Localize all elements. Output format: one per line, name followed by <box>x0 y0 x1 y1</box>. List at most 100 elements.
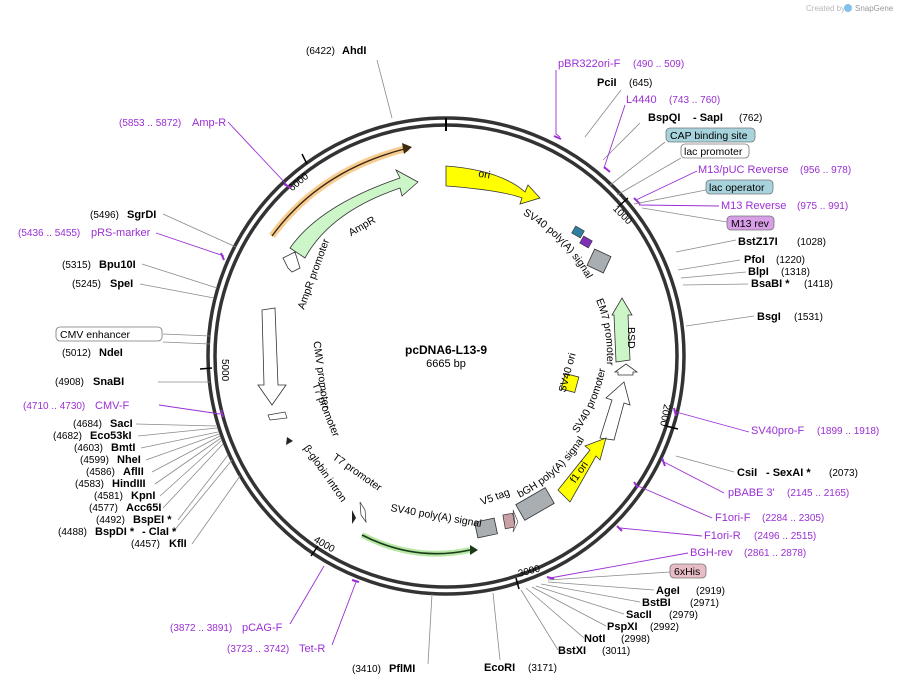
6xhis-box <box>669 563 707 579</box>
site-pos-bsgi: (1531) <box>794 312 823 323</box>
site-pspxi: PspXI <box>607 621 638 633</box>
site-nhei: NheI <box>117 454 141 466</box>
site-pos-sacii: (2979) <box>669 610 698 621</box>
primer-leaders <box>155 70 750 646</box>
site-saci: SacI <box>110 418 133 430</box>
primer-f1ori-r: F1ori-R <box>704 530 741 542</box>
v5-small-arrow <box>512 509 519 533</box>
cap-binding-site-label: CAP binding site <box>670 130 748 142</box>
primer-tet-r: Tet-R <box>299 643 325 655</box>
site-pos-bsabi: (1418) <box>804 279 833 290</box>
t7-promoter-small <box>267 411 288 421</box>
6xhis-label: 6xHis <box>674 566 700 578</box>
cap-binding-site-box <box>665 127 756 143</box>
site-bsgi: BsgI <box>757 311 781 323</box>
site-pos-nhei: (4599) <box>80 455 109 466</box>
sv40-small-feature-2 <box>579 235 593 249</box>
primer-range-sv40pro-f: (1899 .. 1918) <box>817 426 879 437</box>
site-bpu10i: Bpu10I <box>99 259 136 271</box>
green-highlight <box>360 532 471 557</box>
m13-rev-box <box>726 215 775 231</box>
sv40-small-feature-1 <box>571 225 585 239</box>
plasmid-length: 6665 bp <box>426 358 466 370</box>
site-pos-noti: (2998) <box>621 634 650 645</box>
site-aflii: AflII <box>123 466 144 478</box>
primer-range-m13-puc-reverse: (956 .. 978) <box>800 165 851 176</box>
primer-pbr322ori-f: pBR322ori-F <box>558 58 621 70</box>
site-pos-spei: (5245) <box>72 279 101 290</box>
sv40-ori-block <box>560 372 580 394</box>
primer-pbabe-3: pBABE 3' <box>728 487 775 499</box>
primer-m13-puc-reverse: M13/pUC Reverse <box>698 164 788 176</box>
site-pos-bstxi: (3011) <box>602 646 630 657</box>
site-kpni: KpnI <box>131 490 155 502</box>
cmv-promoter-arrow <box>257 307 287 406</box>
lac-operator-box <box>705 179 774 195</box>
site-pfoi: PfoI <box>744 254 765 266</box>
snapgene-logo-icon <box>844 4 852 12</box>
orange-line-arrowhead <box>402 143 412 154</box>
site-pos-bpu10i: (5315) <box>62 260 91 271</box>
primer-amp-r: Amp-R <box>192 117 226 129</box>
em7-promoter-label: EM7 promoter <box>593 297 616 366</box>
site-bstxi: BstXI <box>558 645 586 657</box>
primer-range-f1ori-f: (2284 .. 2305) <box>762 513 824 524</box>
site-pos-ndei: (5012) <box>62 348 91 359</box>
bsd-arrow <box>611 297 633 363</box>
primer-range-m13-reverse: (975 .. 991) <box>797 201 848 212</box>
site-pos-kpni: (4581) <box>94 491 123 502</box>
site-bsabi: BsaBI * <box>751 278 790 290</box>
site-sexai: - SexAI * <box>766 467 811 479</box>
site-pflmi: PflMI <box>389 663 415 675</box>
site-pos-pspxi: (2992) <box>650 622 679 633</box>
site-clai: - ClaI * <box>142 526 177 538</box>
ampr-promoter-arrow <box>282 251 301 273</box>
site-pos-blpi: (1318) <box>781 267 810 278</box>
credit-prefix: Created by <box>806 4 845 13</box>
site-ecori: EcoRI <box>484 662 515 674</box>
primer-range-bgh-rev: (2861 .. 2878) <box>744 548 806 559</box>
primer-l4440: L4440 <box>626 94 657 106</box>
site-pos-aflii: (4586) <box>86 467 115 478</box>
site-spei: SpeI <box>110 278 133 290</box>
plasmid-name: pcDNA6-L13-9 <box>405 343 487 357</box>
ori-arrow <box>445 165 541 205</box>
t7-small-arrow-1 <box>359 501 367 524</box>
sv40-polya-bottom-block <box>474 517 498 539</box>
site-pos-ahdi: (6422) <box>306 46 335 57</box>
primer-sv40pro-f: SV40pro-F <box>751 425 804 437</box>
site-pos-agei: (2919) <box>696 586 725 597</box>
tick-label-5000: 5000 <box>219 359 230 382</box>
v5-tag-block <box>502 512 516 530</box>
primer-range-amp-r: (5853 .. 5872) <box>119 118 181 129</box>
m13-rev-label: M13 rev <box>731 218 770 230</box>
site-ahdi: AhdI <box>342 45 366 57</box>
cmv-enhancer-label: CMV enhancer <box>60 329 131 341</box>
t7-small-arrow-2 <box>352 510 356 524</box>
site-bmti: BmtI <box>111 442 135 454</box>
snapgene-credit: Created by SnapGene <box>806 4 894 13</box>
site-pos-eco53ki: (4682) <box>53 431 82 442</box>
bgh-polya-block <box>515 487 555 521</box>
site-pos-pcii: (645) <box>629 78 652 89</box>
site-pos-ecori: (3171) <box>528 663 557 674</box>
sv40-promoter-arrow <box>599 381 631 441</box>
site-bstbi: BstBI <box>642 597 671 609</box>
primer-pcag-f: pCAG-F <box>242 622 283 634</box>
primer-range-l4440: (743 .. 760) <box>669 95 720 106</box>
site-snabi: SnaBI <box>93 376 124 388</box>
site-labels: (6422) AhdI PciI (645) BspQI - SapI (762… <box>53 45 858 675</box>
ampr-arrow <box>289 169 419 259</box>
primer-range-prs-marker: (5436 .. 5455) <box>18 228 80 239</box>
green-line-arrowhead <box>470 545 478 555</box>
site-pos-kfli: (4457) <box>131 539 160 550</box>
credit-brand: SnapGene <box>855 4 894 13</box>
site-pos-pflmi: (3410) <box>352 664 381 675</box>
primer-range-pbr322ori-f: (490 .. 509) <box>633 59 684 70</box>
site-pos-pfoi: (1220) <box>776 255 805 266</box>
site-pos-bstbi: (2971) <box>690 598 719 609</box>
primer-cmv-f: CMV-F <box>95 400 130 412</box>
site-pos-bspqi: (762) <box>739 113 762 124</box>
site-kfli: KflI <box>169 538 187 550</box>
